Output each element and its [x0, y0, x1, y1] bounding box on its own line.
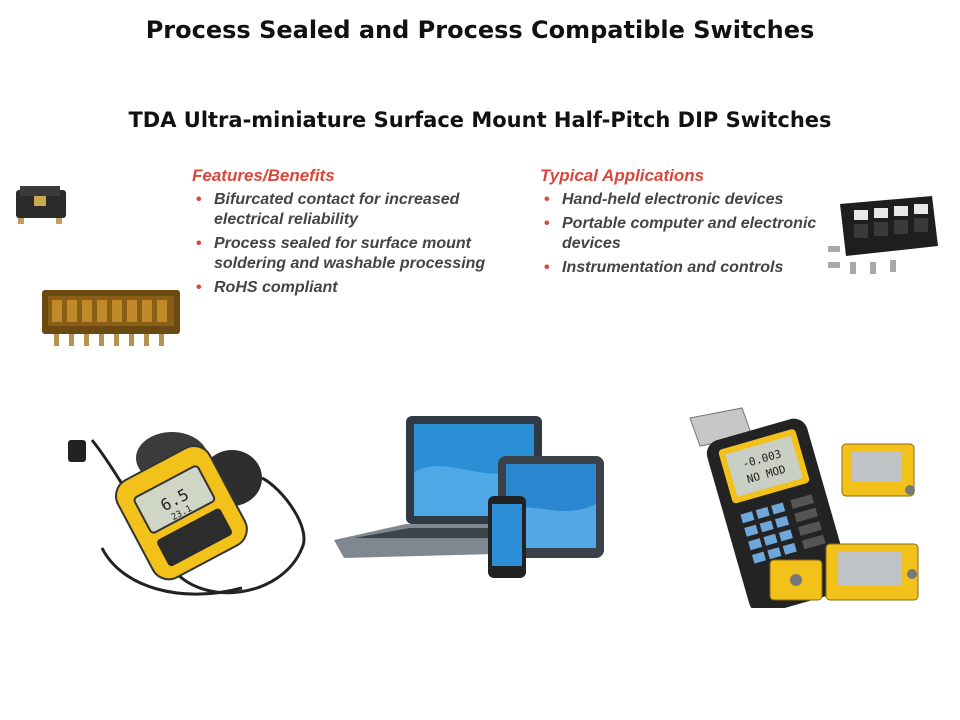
page-title: Process Sealed and Process Compatible Sw… [145, 16, 815, 44]
amber-dip-switch-image [42, 290, 180, 346]
features-heading: Features/Benefits [192, 166, 335, 185]
applications-section: Typical Applications Hand-held electroni… [540, 166, 830, 282]
application-item: Hand-held electronic devices [540, 190, 830, 210]
applications-list: Hand-held electronic devices Portable co… [540, 190, 830, 278]
small-dip-switch-image [16, 186, 66, 224]
applications-heading: Typical Applications [540, 166, 705, 185]
application-item: Instrumentation and controls [540, 258, 830, 278]
application-item: Portable computer and electronic devices [540, 214, 830, 254]
feature-item: RoHS compliant [192, 278, 522, 298]
features-list: Bifurcated contact for increased electri… [192, 190, 522, 298]
black-dip-switch-image [828, 196, 938, 274]
handheld-meter-image: -0.003 NO MOD [689, 407, 919, 608]
feature-item: Bifurcated contact for increased electri… [192, 190, 522, 230]
features-section: Features/Benefits Bifurcated contact for… [192, 166, 522, 302]
anemometer-image: 6.5 23.1 [68, 432, 306, 596]
feature-item: Process sealed for surface mount solderi… [192, 234, 522, 274]
page-subtitle: TDA Ultra-miniature Surface Mount Half-P… [128, 108, 832, 132]
portable-devices-image [334, 416, 604, 578]
